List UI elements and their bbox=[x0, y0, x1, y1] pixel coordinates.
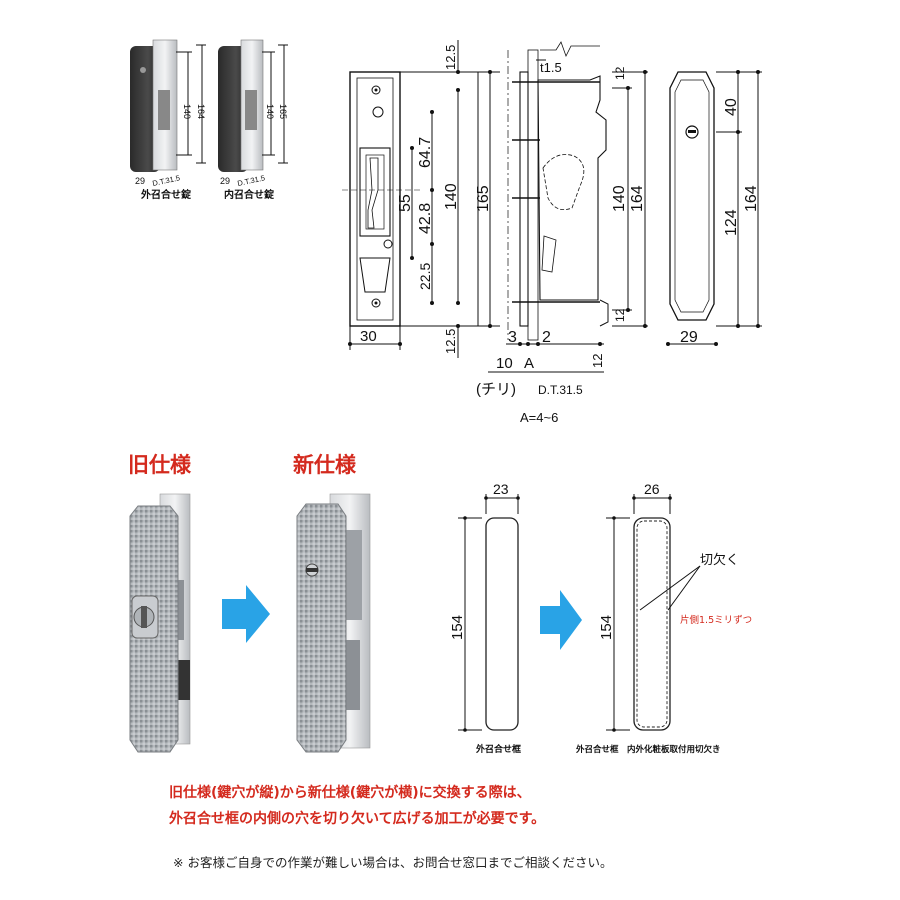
heading-new-spec: 新仕様 bbox=[293, 453, 357, 477]
side-dt: D.T.31.5 bbox=[538, 383, 583, 397]
old-spec-lock-photo bbox=[129, 493, 191, 753]
lock-case-section bbox=[537, 75, 607, 301]
side-three: 3 bbox=[508, 329, 517, 346]
frame-plate-after: 26 154 切欠く 片側1.5ミリずつ 外召合せ框 内外化粧板取付用切欠き bbox=[575, 481, 752, 755]
front-dim-a: 64.7 bbox=[417, 137, 434, 168]
back-total: 164 bbox=[743, 185, 760, 212]
vertical-keyhole-icon bbox=[141, 606, 147, 628]
thumb-inner-lock: 140 165 29 D.T.31.5 内召合せ錠 bbox=[218, 39, 288, 201]
lock-body-dark bbox=[218, 46, 248, 172]
screw-icon bbox=[372, 106, 384, 118]
back-top: 40 bbox=[723, 98, 740, 116]
side-a-label: A bbox=[524, 355, 534, 372]
horizontal-keyhole-icon bbox=[306, 568, 318, 572]
thumb1-caption: 外召合せ錠 bbox=[140, 188, 191, 201]
side-thickness: t1.5 bbox=[540, 60, 562, 75]
front-view-drawing: 30 12.5 12.5 64.7 55 42.8 22.5 140 165 bbox=[342, 40, 500, 358]
front-dim-b: 55 bbox=[397, 194, 414, 212]
footnote: ※ お客様ご自身での作業が難しい場合は、お問合せ窓口までご相談ください。 bbox=[173, 855, 612, 870]
thumb2-h2: 165 bbox=[278, 104, 288, 119]
side-chiri: (チリ) bbox=[476, 381, 516, 398]
front-bottom: 12.5 bbox=[443, 329, 458, 354]
arrow-right-icon bbox=[540, 590, 582, 650]
plate1-height: 154 bbox=[449, 615, 466, 640]
back-mid: 124 bbox=[723, 209, 740, 236]
screw-icon bbox=[383, 239, 393, 249]
lock-mechanism bbox=[158, 90, 170, 130]
new-spec-lock-photo bbox=[296, 493, 371, 753]
front-top: 12.5 bbox=[443, 45, 458, 70]
thumb-outer-lock: 140 164 29 D.T.31.5 外召合せ錠 bbox=[130, 39, 206, 201]
thumb2-dt: D.T.31.5 bbox=[237, 173, 266, 188]
side-two: 2 bbox=[542, 329, 551, 346]
front-dim-e: 140 bbox=[443, 183, 460, 210]
cylinder-keyhole-icon bbox=[685, 125, 699, 139]
handle-outline bbox=[669, 71, 715, 321]
plate2-callout: 切欠く bbox=[700, 552, 739, 568]
plate2-width: 26 bbox=[644, 481, 660, 497]
arrow-right-icon bbox=[222, 585, 270, 643]
plate2-note: 片側1.5ミリずつ bbox=[680, 614, 752, 626]
plate2-caption: 外召合せ框 内外化粧板取付用切欠き bbox=[575, 744, 721, 755]
front-dim-f: 165 bbox=[475, 185, 492, 212]
heading-old-spec: 旧仕様 bbox=[128, 453, 192, 477]
thumb1-h2: 164 bbox=[196, 104, 206, 119]
lock-mechanism bbox=[245, 90, 257, 130]
notice-line-1: 旧仕様(鍵穴が縦)から新仕様(鍵穴が横)に交換する際は、 bbox=[169, 784, 531, 801]
side-a-range: A=4~6 bbox=[520, 410, 558, 425]
side-top: 12 bbox=[613, 66, 627, 80]
thumb2-h1: 140 bbox=[265, 104, 275, 119]
thumb1-h1: 140 bbox=[182, 104, 192, 119]
strike-opening bbox=[359, 257, 391, 293]
latch-window bbox=[359, 147, 391, 237]
side-twelve: 12 bbox=[590, 354, 605, 368]
thumb1-width: 29 bbox=[135, 176, 145, 186]
side-section-drawing: t1.5 12 12 140 164 3 2 10 A 12 (チリ) D.T.… bbox=[476, 41, 648, 425]
front-dim-d: 22.5 bbox=[417, 263, 433, 290]
side-h1: 140 bbox=[611, 185, 628, 212]
thumb2-caption: 内召合せ錠 bbox=[224, 188, 274, 201]
keyhole-icon bbox=[140, 67, 146, 73]
front-plate-outline bbox=[349, 71, 401, 327]
frame-plate-before: 23 154 外召合せ框 bbox=[449, 481, 521, 755]
back-view-drawing: 40 124 164 29 bbox=[666, 70, 762, 346]
side-bottom: 12 bbox=[613, 308, 627, 322]
plate2-height: 154 bbox=[598, 615, 615, 640]
front-dim-c: 42.8 bbox=[417, 203, 434, 234]
lock-body-dark bbox=[130, 46, 160, 172]
front-width: 30 bbox=[360, 328, 377, 345]
plate1-caption: 外召合せ框 bbox=[475, 743, 521, 755]
thumb1-dt: D.T.31.5 bbox=[152, 173, 181, 188]
notice-line-2: 外召合せ框の内側の穴を切り欠いて広げる加工が必要です。 bbox=[169, 810, 545, 827]
plate1-width: 23 bbox=[493, 481, 509, 497]
side-ten: 10 bbox=[496, 355, 513, 372]
thumb2-width: 29 bbox=[220, 176, 230, 186]
side-h2: 164 bbox=[629, 185, 646, 212]
back-width: 29 bbox=[680, 329, 698, 346]
